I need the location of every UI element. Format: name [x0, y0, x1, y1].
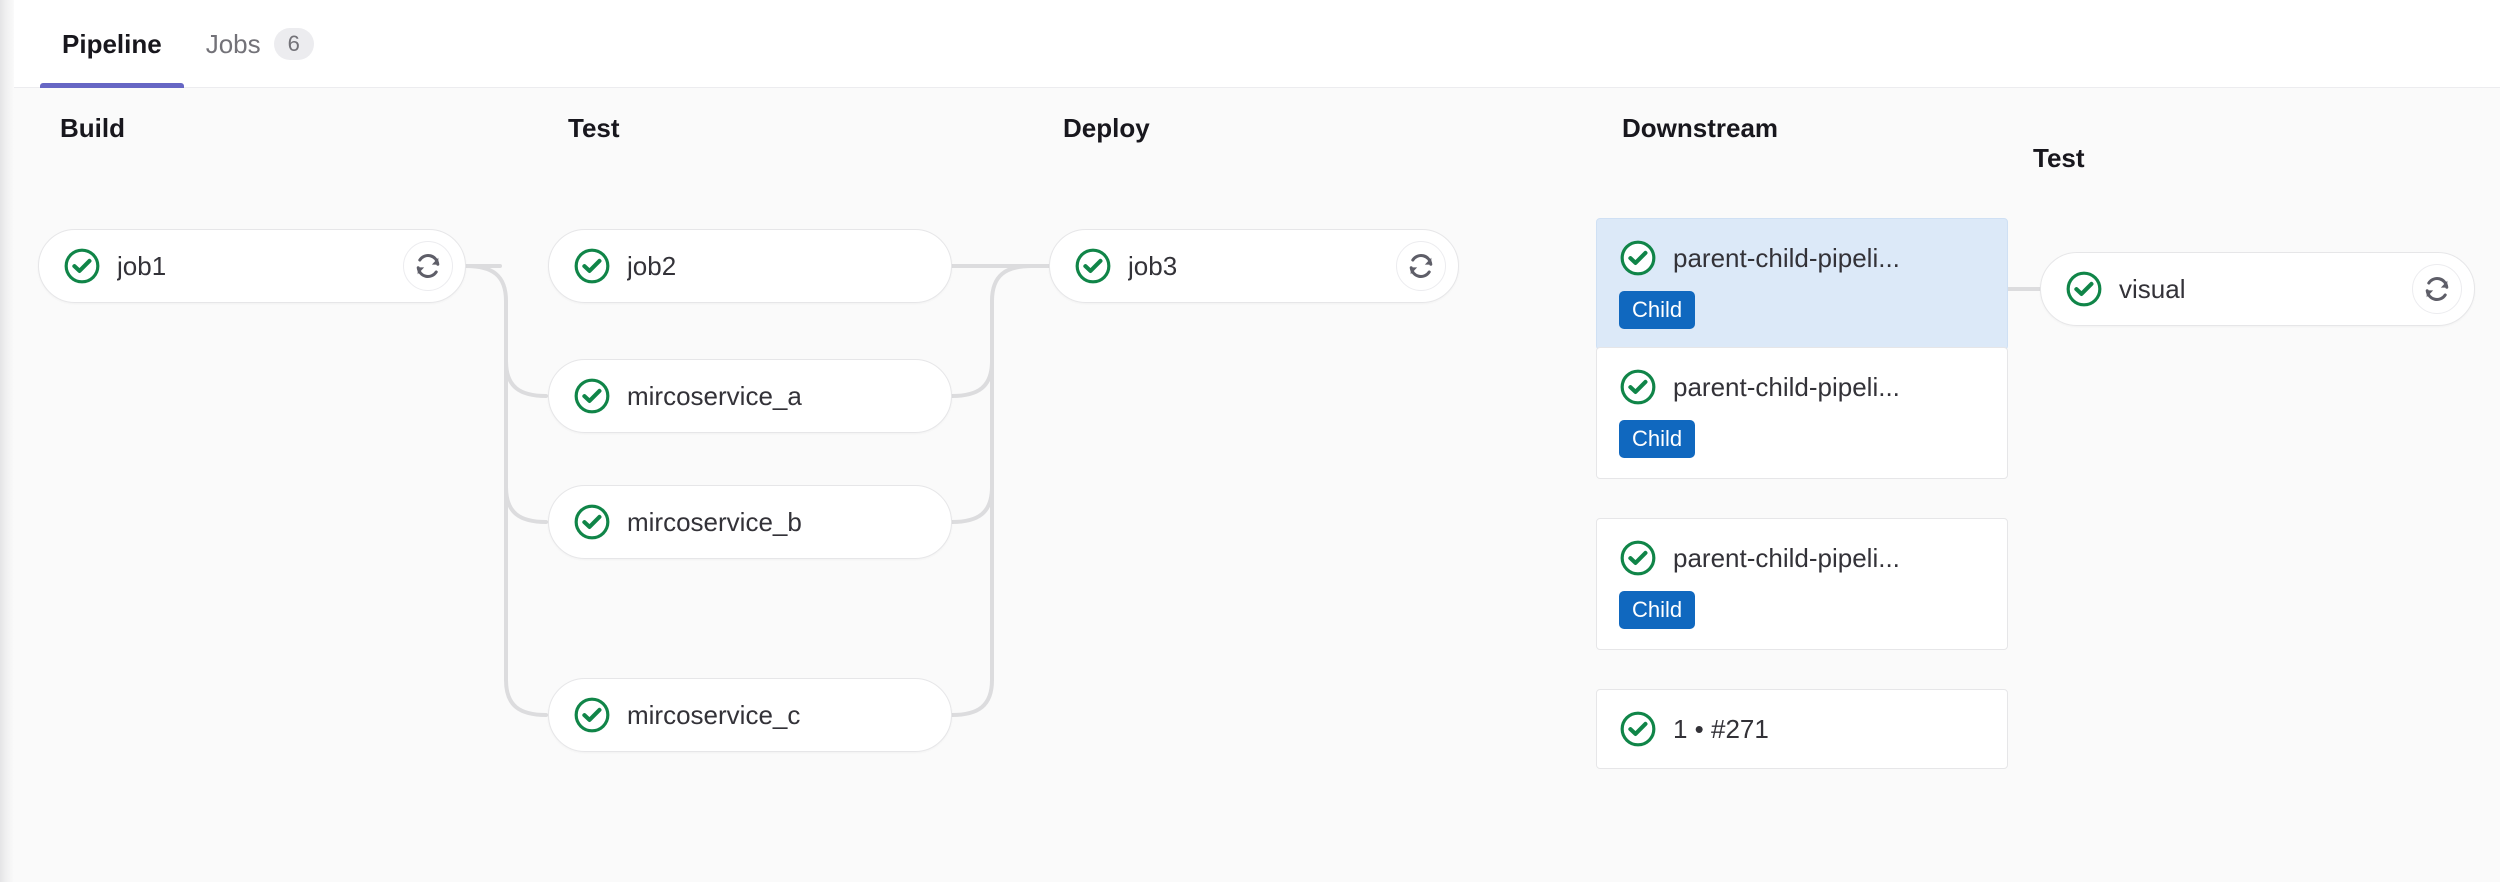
status-success-icon — [1075, 248, 1111, 284]
job-node-mircoservice-a[interactable]: mircoservice_a — [548, 359, 952, 433]
tab-pipeline-label: Pipeline — [62, 28, 162, 59]
status-success-icon — [1620, 540, 1656, 576]
downstream-card-1-label: parent-child-pipeli... — [1673, 242, 1900, 273]
status-success-icon — [574, 248, 610, 284]
downstream-card-1-badge: Child — [1619, 291, 1696, 329]
job-label-job1: job1 — [117, 250, 167, 281]
status-success-icon — [1620, 369, 1656, 405]
stage-title-build: Build — [60, 113, 125, 143]
job-node-mircoservice-b[interactable]: mircoservice_b — [548, 485, 952, 559]
downstream-card-2-label: parent-child-pipeli... — [1673, 371, 1900, 402]
downstream-card-3-row: parent-child-pipeli... — [1619, 539, 1987, 577]
job-node-job3[interactable]: job3 — [1049, 229, 1459, 303]
stage-title-test: Test — [568, 113, 620, 143]
downstream-card-2-row: parent-child-pipeli... — [1619, 368, 1987, 406]
downstream-card-1[interactable]: parent-child-pipeli... Child — [1596, 218, 2008, 350]
tab-list: Pipeline Jobs 6 — [40, 0, 336, 88]
stage-title-deploy: Deploy — [1063, 113, 1150, 143]
downstream-card-4-row: 1 • #271 — [1619, 710, 1987, 748]
retry-icon[interactable] — [403, 241, 453, 291]
job-label-job2: job2 — [627, 250, 677, 281]
stage-title-downstream: Downstream — [1622, 113, 1779, 143]
tab-jobs-count-badge: 6 — [273, 28, 314, 60]
job-label-visual: visual — [2119, 273, 2186, 304]
downstream-card-4-label: 1 • #271 — [1673, 713, 1769, 744]
job-node-job2[interactable]: job2 — [548, 229, 952, 303]
job-node-visual[interactable]: visual — [2040, 252, 2475, 326]
status-success-icon — [1620, 240, 1656, 276]
job-label-mircoservice-a: mircoservice_a — [627, 380, 802, 411]
tab-bar: Pipeline Jobs 6 — [0, 0, 2500, 88]
job-node-job1[interactable]: job1 — [38, 229, 466, 303]
tab-jobs-label: Jobs — [205, 28, 261, 59]
pipeline-connectors — [464, 264, 2042, 717]
downstream-card-1-row: parent-child-pipeli... — [1619, 239, 1987, 277]
tab-pipeline[interactable]: Pipeline — [40, 0, 184, 88]
downstream-card-3-label: parent-child-pipeli... — [1673, 542, 1900, 573]
retry-icon[interactable] — [2412, 264, 2462, 314]
status-success-icon — [64, 248, 100, 284]
downstream-card-2[interactable]: parent-child-pipeli... Child — [1596, 347, 2008, 479]
job-label-mircoservice-c: mircoservice_c — [627, 699, 801, 730]
status-success-icon — [1620, 711, 1656, 747]
downstream-card-2-badge: Child — [1619, 420, 1696, 458]
pipeline-graph: Build job1 Test job2 mircoservic — [0, 89, 2500, 882]
status-success-icon — [574, 697, 610, 733]
downstream-card-3-badge: Child — [1619, 591, 1696, 629]
job-label-mircoservice-b: mircoservice_b — [627, 506, 802, 537]
job-label-job3: job3 — [1128, 250, 1178, 281]
stage-title-downstream-test: Test — [2033, 143, 2085, 173]
status-success-icon — [574, 504, 610, 540]
retry-icon[interactable] — [1396, 241, 1446, 291]
tab-jobs[interactable]: Jobs 6 — [184, 0, 336, 88]
job-node-mircoservice-c[interactable]: mircoservice_c — [548, 678, 952, 752]
status-success-icon — [574, 378, 610, 414]
status-success-icon — [2066, 271, 2102, 307]
downstream-card-3[interactable]: parent-child-pipeli... Child — [1596, 518, 2008, 650]
downstream-card-4[interactable]: 1 • #271 — [1596, 689, 2008, 769]
